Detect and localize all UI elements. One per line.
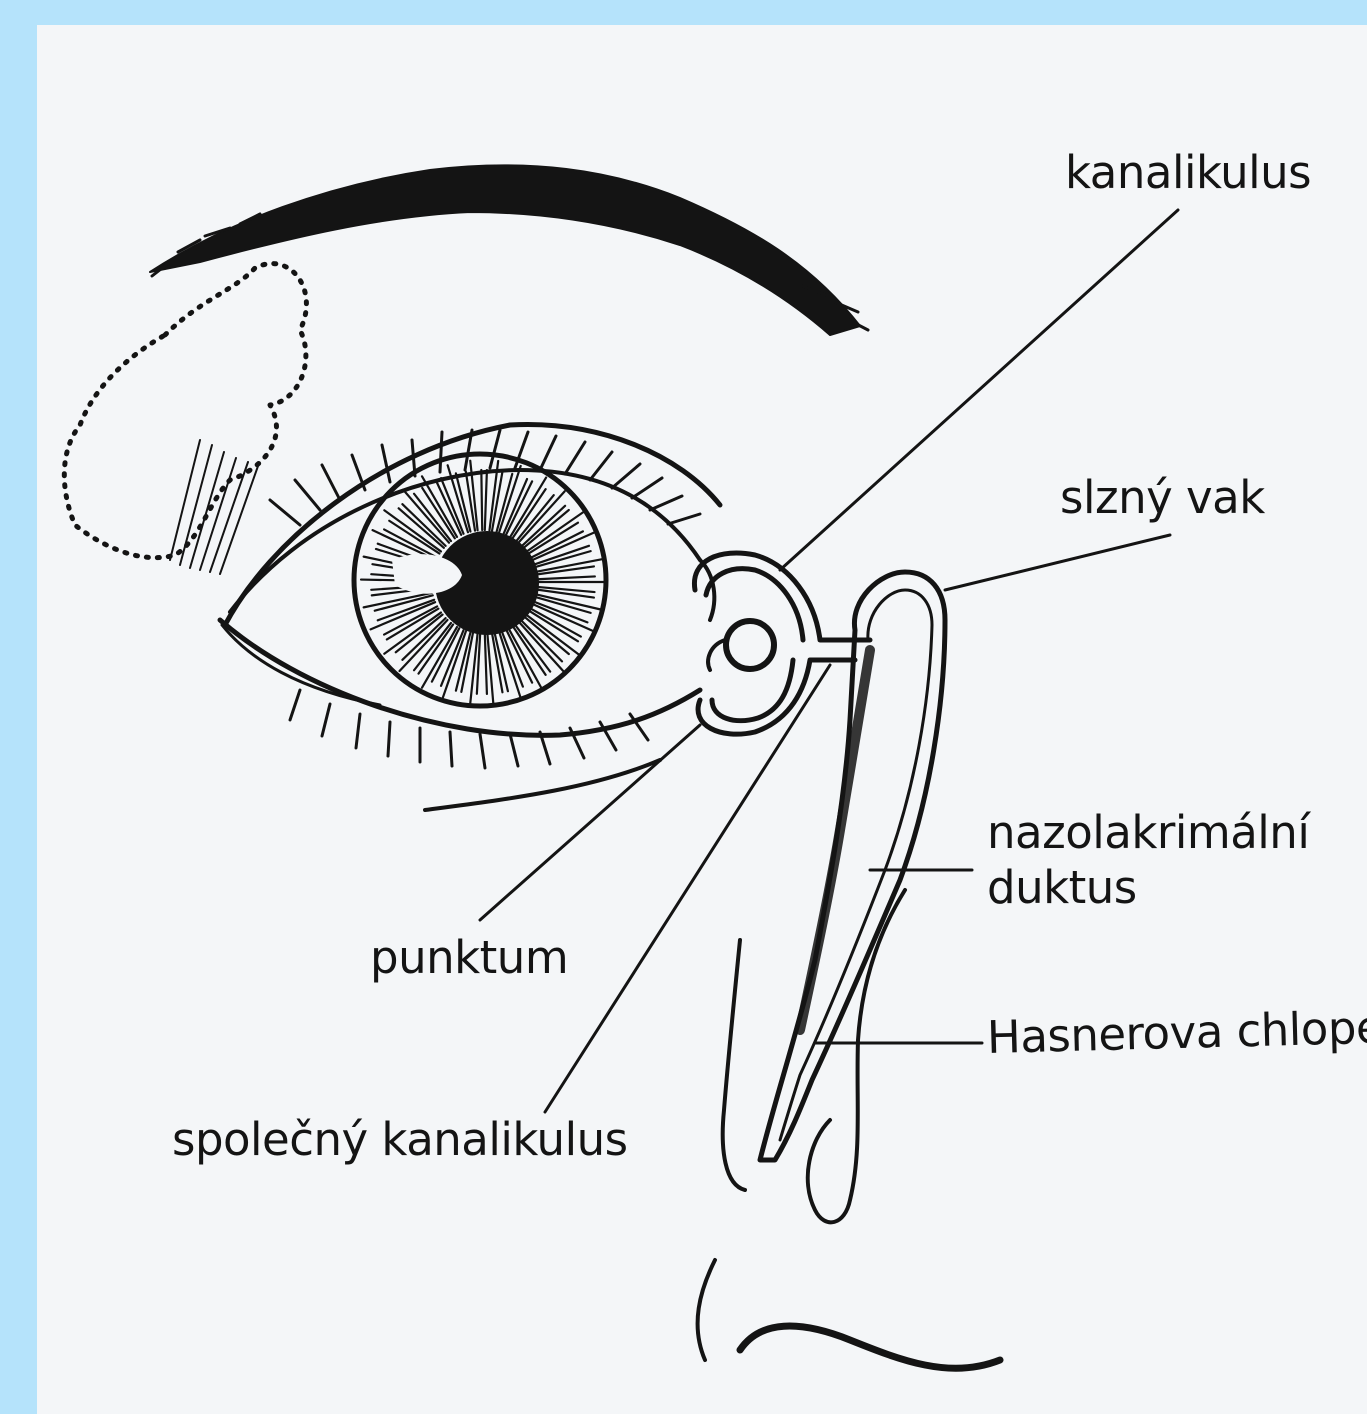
label-duktus: duktus — [987, 865, 1137, 910]
label-nazolakrimalni: nazolakrimální — [987, 810, 1309, 855]
leader-slzny-vak — [945, 535, 1170, 590]
label-slzny-vak: slzný vak — [1060, 475, 1265, 520]
label-hasnerova-chlopen: Hasnerova chlopeň — [986, 1004, 1367, 1060]
label-punktum: punktum — [370, 935, 568, 980]
leader-punktum — [480, 725, 700, 920]
gland-hatching — [170, 440, 258, 574]
iris — [354, 454, 606, 706]
label-kanalikulus: kanalikulus — [1065, 150, 1311, 195]
diagram-panel: kanalikulus slzný vak nazolakrimální duk… — [37, 25, 1367, 1414]
lacrimal-system-illustration — [37, 25, 1367, 1414]
eyebrow — [150, 165, 868, 335]
label-spolecny-kanalikulus: společný kanalikulus — [172, 1117, 628, 1162]
canaliculi — [694, 553, 870, 734]
lacrimal-gland-outline — [64, 264, 306, 558]
lacrimal-sac-and-duct — [760, 572, 945, 1160]
